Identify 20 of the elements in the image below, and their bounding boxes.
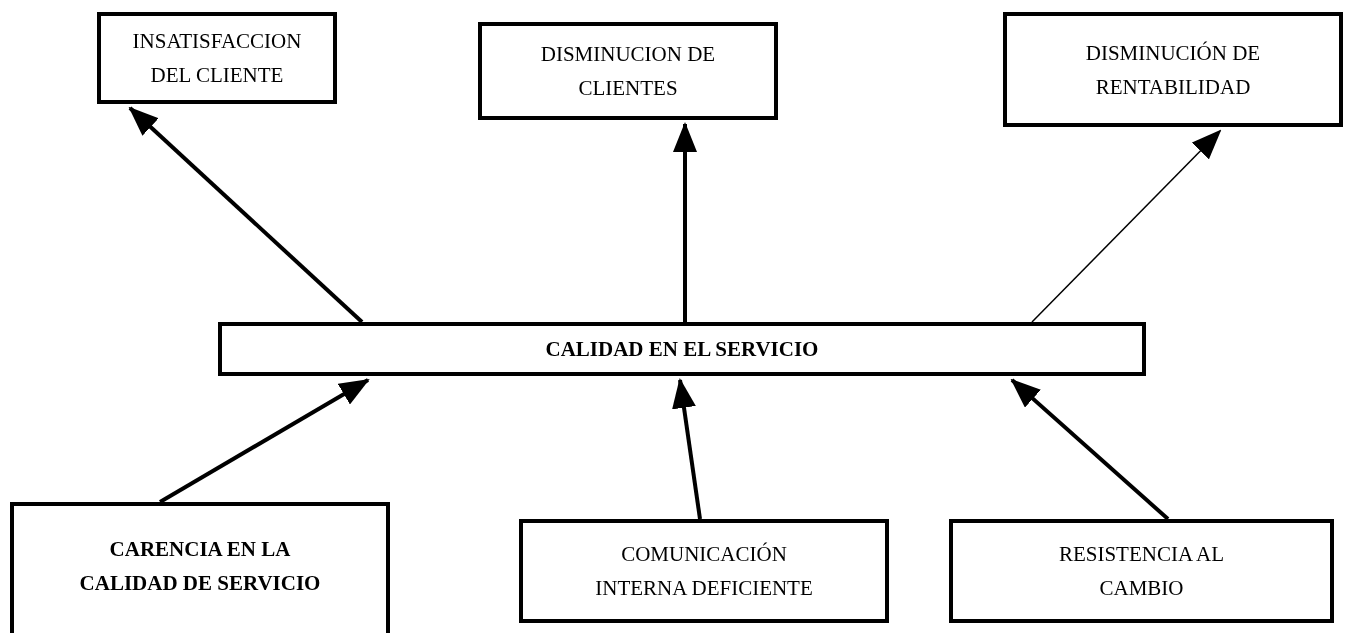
arrow (1010, 378, 1170, 521)
text-box (10, 502, 390, 633)
box-label: DISMINUCION DE CLIENTES (539, 41, 717, 102)
arrow (672, 378, 702, 520)
arrow (159, 378, 370, 504)
box-label: DISMINUCIÓN DE RENTABILIDAD (1084, 39, 1262, 101)
box-label: INSATISFACCION DEL CLIENTE (131, 28, 303, 89)
box-label: COMUNICACIÓN INTERNA DEFICIENTE (594, 541, 814, 602)
arrow (673, 122, 697, 322)
box-label: CALIDAD EN EL SERVICIO (545, 336, 819, 363)
text-box (97, 12, 337, 104)
text-box (478, 22, 778, 120)
arrow (1031, 129, 1222, 323)
box-label: RESISTENCIA AL CAMBIO (1057, 541, 1226, 602)
text-box (949, 519, 1334, 623)
arrow (128, 106, 364, 324)
text-box (519, 519, 889, 623)
text-box (218, 322, 1146, 376)
text-box (1003, 12, 1343, 127)
box-label: CARENCIA EN LA CALIDAD DE SERVICIO (78, 535, 322, 597)
